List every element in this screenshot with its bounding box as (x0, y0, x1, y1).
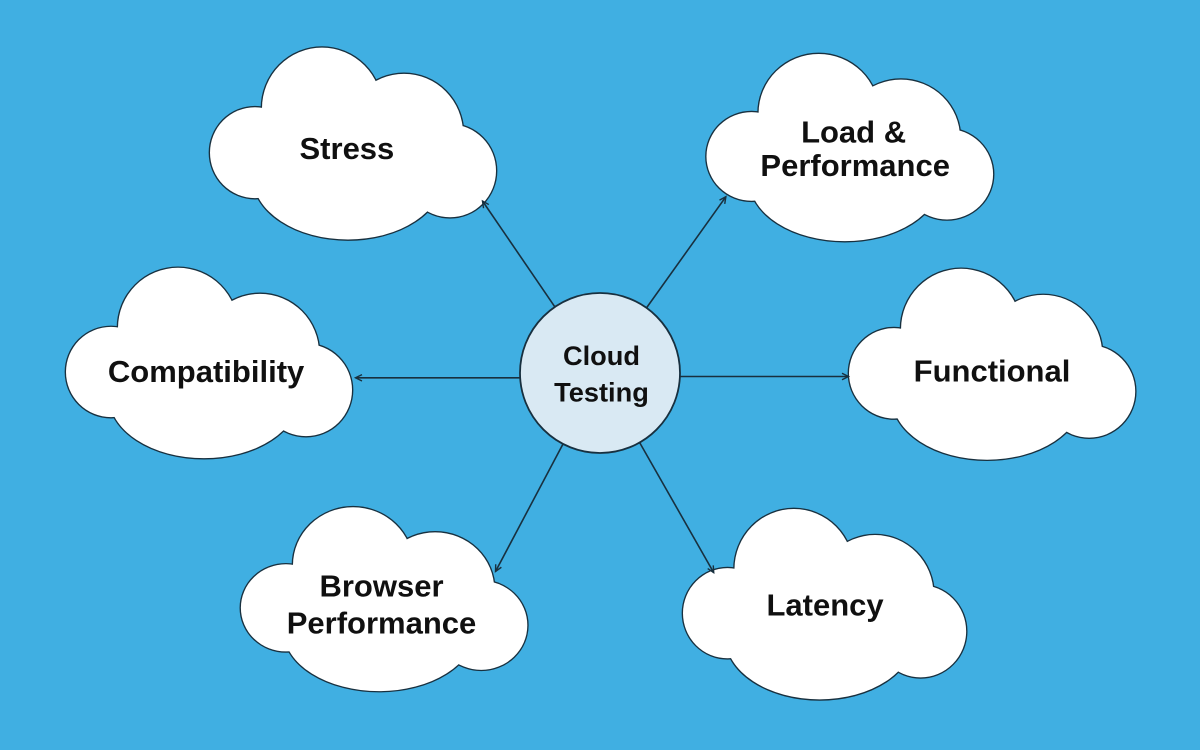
svg-text:Load &: Load & (801, 115, 906, 150)
svg-text:Latency: Latency (767, 588, 885, 623)
svg-text:Cloud: Cloud (563, 340, 640, 371)
svg-text:Performance: Performance (287, 606, 477, 641)
svg-text:Performance: Performance (760, 148, 950, 183)
svg-text:Functional: Functional (914, 353, 1071, 388)
svg-text:Compatibility: Compatibility (108, 354, 305, 389)
svg-text:Browser: Browser (319, 569, 443, 604)
svg-text:Testing: Testing (554, 377, 649, 408)
svg-text:Stress: Stress (300, 131, 395, 166)
